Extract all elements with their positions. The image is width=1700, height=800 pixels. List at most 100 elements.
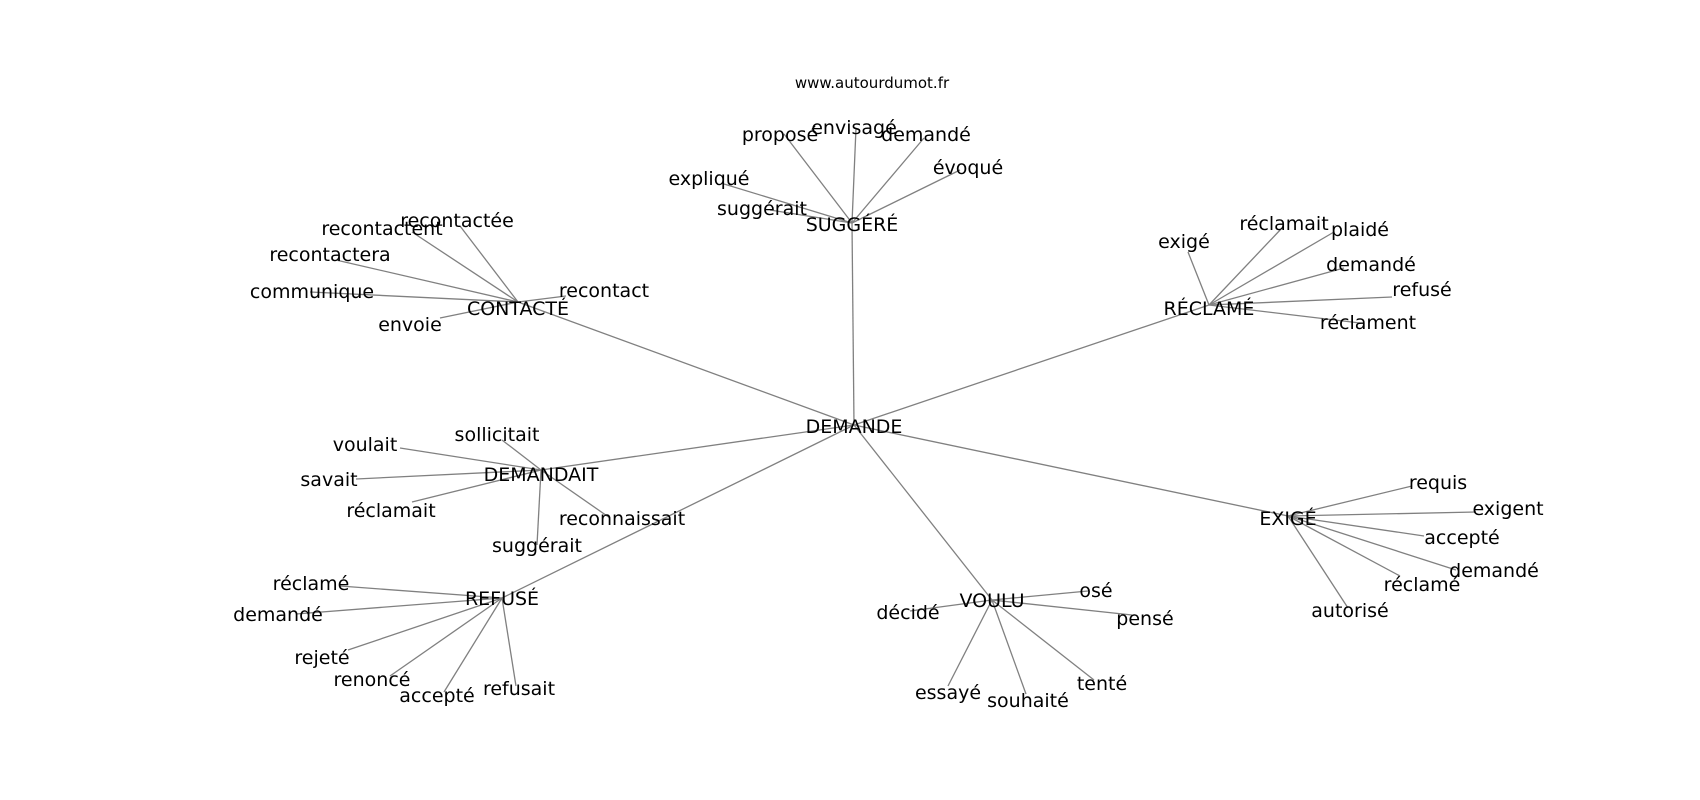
edge-exige-accepte: [1287, 515, 1425, 537]
edge-demande-demandait: [540, 424, 855, 471]
leaf-word-recontactee: recontactée: [400, 210, 514, 232]
edge-voulu-ose: [991, 590, 1089, 601]
leaf-word-reclament: réclament: [1320, 312, 1416, 334]
edge-refuse-demande: [295, 597, 503, 615]
leaf-word-accepte: accepté: [399, 685, 474, 707]
leaf-word-propose: proposé: [742, 124, 818, 146]
edge-suggere-explique: [723, 183, 853, 224]
branch-word-suggere: SUGGÉRÉ: [806, 213, 899, 236]
leaf-word-reclame: réclamé: [273, 573, 350, 595]
edge-demandait-suggerait: [536, 469, 542, 546]
edge-demande-suggere: [851, 222, 855, 426]
leaf-word-recontactent: recontactent: [321, 218, 442, 240]
edge-refuse-rejete: [347, 597, 503, 651]
edge-demande-exige: [853, 424, 1289, 517]
leaf-word-essaye: essayé: [915, 682, 981, 704]
edge-reclame-reclament: [1208, 304, 1361, 324]
leaf-word-communique: communique: [250, 281, 374, 303]
edge-demandait-reconnaissait: [540, 469, 611, 519]
edge-contacte-recontactee: [459, 225, 519, 303]
leaf-word-demande: demandé: [1449, 560, 1539, 582]
leaf-word-refuse: refusé: [1392, 279, 1451, 301]
edge-demandait-reclamait: [411, 469, 542, 503]
leaf-word-evoque: évoqué: [933, 157, 1003, 179]
leaf-word-voulait: voulait: [333, 434, 398, 456]
leaf-word-reclamait: réclamait: [346, 500, 435, 522]
edge-demande-refuse: [501, 424, 855, 599]
leaf-word-demande: demandé: [1326, 254, 1416, 276]
edge-suggere-suggerait: [769, 209, 853, 224]
leaf-word-accepte: accepté: [1424, 527, 1499, 549]
edge-contacte-envoie: [439, 301, 519, 319]
edge-contacte-recontactera: [335, 259, 519, 303]
edge-demande-reclame: [853, 304, 1210, 426]
branch-word-refuse: REFUSÉ: [465, 587, 539, 610]
edge-demandait-voulait: [399, 447, 542, 471]
leaf-word-requis: requis: [1409, 472, 1467, 494]
leaf-word-refusait: refusait: [483, 678, 555, 700]
edge-voulu-tente: [991, 599, 1095, 681]
leaf-word-autorise: autorisé: [1311, 600, 1388, 622]
leaf-word-sollicitait: sollicitait: [455, 424, 540, 446]
leaf-word-plaide: plaidé: [1331, 219, 1389, 241]
branch-word-contacte: CONTACTÉ: [467, 297, 569, 320]
edge-suggere-envisage: [851, 127, 857, 224]
edge-demande-contacte: [517, 301, 855, 426]
leaf-word-demande: demandé: [233, 604, 323, 626]
edge-voulu-pense: [991, 599, 1133, 616]
leaf-word-reconnaissait: reconnaissait: [559, 508, 685, 530]
edge-refuse-refusait: [501, 597, 517, 687]
leaf-word-envisage: envisagé: [811, 117, 897, 139]
branch-word-reclame: RÉCLAMÉ: [1164, 297, 1255, 320]
branch-word-demandait: DEMANDAIT: [484, 464, 599, 486]
edge-exige-reclame: [1287, 515, 1401, 577]
leaf-word-exigent: exigent: [1472, 498, 1543, 520]
leaf-word-suggerait: suggérait: [717, 198, 807, 220]
edge-reclame-demande: [1208, 267, 1345, 306]
edge-contacte-communique: [309, 291, 519, 303]
leaf-word-envoie: envoie: [378, 314, 442, 336]
edge-refuse-reclame: [339, 585, 503, 599]
edge-contacte-recontactent: [411, 231, 519, 303]
branch-word-exige: EXIGÉ: [1259, 507, 1316, 530]
center-word-demande: DEMANDE: [806, 416, 903, 438]
leaf-word-tente: tenté: [1077, 673, 1127, 695]
edge-demandait-savait: [355, 469, 542, 480]
edge-reclame-exige: [1187, 251, 1210, 306]
edge-refuse-accepte: [443, 597, 503, 693]
leaf-word-renonce: renoncé: [334, 669, 411, 691]
edge-demande-voulu: [853, 424, 993, 601]
edge-reclame-refuse: [1208, 296, 1393, 306]
leaf-word-recontactera: recontactera: [269, 244, 390, 266]
leaf-word-ose: osé: [1079, 580, 1112, 602]
edge-voulu-essaye: [947, 599, 993, 687]
leaf-word-pense: pensé: [1116, 608, 1173, 630]
edge-contacte-recontact: [517, 295, 567, 303]
source-website-label: www.autourdumot.fr: [795, 74, 950, 92]
edge-reclame-reclamait: [1208, 227, 1283, 306]
edge-demandait-sollicitait: [501, 439, 542, 471]
leaf-word-decide: décidé: [876, 602, 939, 624]
leaf-word-reclame: réclamé: [1384, 574, 1461, 596]
branch-word-voulu: VOULU: [959, 590, 1024, 612]
edge-exige-requis: [1287, 485, 1413, 517]
edge-exige-demande: [1287, 515, 1457, 571]
leaf-word-savait: savait: [300, 469, 357, 491]
edges-layer: [295, 127, 1477, 695]
leaf-word-exige: exigé: [1158, 231, 1210, 253]
leaf-word-rejete: rejeté: [294, 647, 349, 669]
labels-layer: proposéenvisagédemandéévoquéexpliquésugg…: [233, 117, 1543, 712]
leaf-word-explique: expliqué: [668, 168, 749, 190]
leaf-word-demande: demandé: [881, 124, 971, 146]
leaf-word-suggerait: suggérait: [492, 535, 582, 557]
edge-refuse-renonce: [389, 597, 503, 677]
edge-exige-autorise: [1287, 515, 1349, 609]
edge-suggere-propose: [783, 133, 853, 224]
leaf-word-recontact: recontact: [559, 280, 649, 302]
edge-voulu-decide: [909, 599, 993, 612]
edge-reclame-plaide: [1208, 231, 1335, 306]
edge-suggere-evoque: [851, 169, 961, 224]
leaf-word-souhaite: souhaité: [987, 690, 1069, 712]
edge-suggere-demande: [851, 137, 925, 224]
